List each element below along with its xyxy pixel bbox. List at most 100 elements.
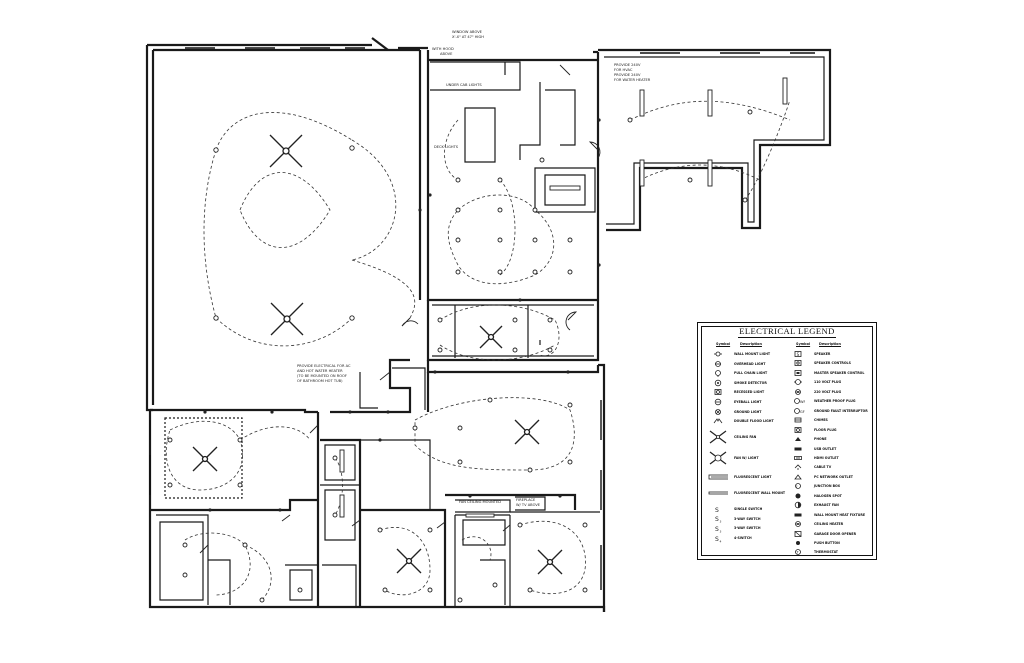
legend-label: RECESSED LIGHT: [734, 390, 765, 395]
legend-label: 220 VOLT PLUG: [814, 389, 842, 394]
legend-row: MASTER SPEAKER CONTROL: [788, 368, 864, 378]
legend-row: CEILING HEATER: [788, 519, 843, 529]
chimes-icon: [788, 415, 808, 425]
note-fan-ceiling-mounted: FAN CEILING MOUNTED: [459, 500, 501, 504]
svg-text:S: S: [715, 507, 719, 514]
wall-mount-light-icon: [708, 349, 728, 359]
220-volt-plug-icon: [788, 387, 808, 397]
legend-row: GFI GROUND FAULT INTERRUPTOR: [788, 406, 868, 416]
legend-label: GROUND FAULT INTERRUPTOR: [814, 408, 868, 413]
pull-chain-light-icon: [708, 368, 728, 378]
note-ac-3: (TO BE MOUNTED ON ROOF: [297, 374, 347, 378]
legend-label: FLUORESCENT LIGHT: [734, 475, 772, 480]
legend-label: SINGLE SWITCH: [734, 507, 763, 512]
recessed-lights: [167, 109, 753, 603]
legend-row: CEILING FAN: [708, 430, 757, 444]
overhead-light-icon: [708, 359, 728, 369]
legend-label: WEATHER PROOF PLUG: [814, 399, 856, 404]
ceiling-fan-icon: [537, 549, 563, 575]
legend-label: JUNCTION BOX: [814, 484, 841, 489]
note-fireplace-1: FIREPLACE: [516, 498, 536, 502]
garage-door-opener-icon: [788, 529, 808, 539]
legend-row: FLUORESCENT LIGHT: [708, 472, 771, 482]
legend-row: WALL MOUNT LIGHT: [708, 349, 770, 359]
legend-row: 110 VOLT PLUG: [788, 377, 841, 387]
fluorescent-light-icon: [782, 77, 788, 105]
note-window-above: WINDOW ABOVE: [452, 30, 483, 34]
legend-row: USB OUTLET: [788, 444, 836, 454]
weather-proof-plug-icon: WP: [788, 396, 808, 406]
fluorescent-fixtures: [339, 77, 788, 518]
double-flood-light-icon: [708, 416, 728, 426]
ceiling-fan-icon: [514, 419, 540, 445]
legend-row: 220 VOLT PLUG: [788, 387, 841, 397]
circuit-wiring: [165, 99, 791, 601]
push-button-icon: [788, 538, 808, 548]
note-window-height: X'-X" AT 47" HIGH: [452, 35, 484, 39]
junction-box-icon: J: [788, 481, 808, 491]
ceiling-fan-icon: [396, 548, 422, 574]
legend-label: USB OUTLET: [814, 446, 837, 451]
legend-row: HALOGEN SPOT: [788, 491, 842, 501]
legend-label: CEILING FAN: [734, 435, 757, 440]
svg-text:4: 4: [720, 539, 722, 543]
legend-label: DOUBLE FLOOD LIGHT: [734, 419, 774, 424]
note-deck-lights: DECK LIGHTS: [434, 145, 459, 149]
legend-row: OVERHEAD LIGHT: [708, 359, 765, 369]
ceiling-fans: [192, 134, 563, 575]
ceiling-fan-icon: [708, 430, 728, 444]
legend-label: 3-WAY SWITCH: [734, 526, 761, 531]
note-provide-240v-1: PROVIDE 240V: [614, 63, 641, 67]
note-provide-240v-4: FOR WATER HEATER: [614, 78, 651, 82]
ceiling-fan-icon: [479, 325, 503, 349]
legend-label: 110 VOLT PLUG: [814, 380, 842, 385]
phone-icon: [788, 434, 808, 444]
legend-row: EXHAUST FAN: [788, 500, 839, 510]
door-swings: [199, 64, 601, 554]
fluorescent-light-icon: [707, 89, 713, 117]
note-range-lights: UNDER CAB LIGHTS: [446, 83, 482, 87]
legend-left-description-header: Description: [740, 342, 762, 346]
gfi-icon: GFI: [788, 406, 808, 416]
legend-label: PHONE: [814, 437, 827, 442]
fluorescent-light-icon: [549, 185, 581, 191]
svg-text:3: 3: [720, 529, 722, 533]
legend-row: FLOOR PLUG: [788, 425, 837, 435]
legend-label: GARAGE DOOR OPENER: [814, 531, 857, 536]
legend-frame: [701, 326, 873, 556]
recessed-light-icon: [708, 387, 728, 397]
wall-mount-heat-fixture-icon: [788, 510, 808, 520]
fluorescent-light-icon: [339, 449, 345, 473]
legend-row: SMOKE DETECTOR: [708, 378, 767, 388]
cable-tv-icon: [788, 462, 808, 472]
legend-label: SMOKE DETECTOR: [734, 380, 767, 385]
legend-row: FLUORESCENT WALL MOUNT: [708, 488, 785, 498]
legend-label: OVERHEAD LIGHT: [734, 361, 766, 366]
fluorescent-light-icon: [639, 159, 645, 187]
speaker-icon: S: [788, 349, 808, 359]
fan-with-light-icon: [708, 451, 728, 465]
fluorescent-light-icon: [639, 89, 645, 117]
svg-text:S: S: [715, 516, 719, 523]
legend-row: DOUBLE FLOOD LIGHT: [708, 416, 774, 426]
ceiling-heater-icon: [788, 519, 808, 529]
legend-label: PC NETWORK OUTLET: [814, 474, 853, 479]
legend-label: FLUORESCENT WALL MOUNT: [734, 491, 786, 496]
exhaust-fan-icon: [788, 500, 808, 510]
svg-text:WP: WP: [800, 400, 805, 404]
legend-label: HDMI OUTLET: [814, 455, 839, 460]
pc-network-outlet-icon: [788, 472, 808, 482]
svg-text:J: J: [795, 485, 797, 489]
note-provide-240v-3: PROVIDE 240V: [614, 73, 641, 77]
svg-text:S: S: [715, 526, 719, 533]
legend-label: CHIMES: [814, 418, 828, 423]
legend-row: SPEAKER CONTROLS: [788, 358, 851, 368]
legend-label: SPEAKER: [814, 352, 831, 356]
fluorescent-light-icon: [707, 159, 713, 187]
plan-notes: WINDOW ABOVE X'-X" AT 47" HIGH WITH HOOD…: [297, 30, 651, 507]
note-provide-240v-2: FOR HVAC: [614, 68, 633, 72]
note-with-hood: WITH HOOD: [432, 47, 454, 51]
